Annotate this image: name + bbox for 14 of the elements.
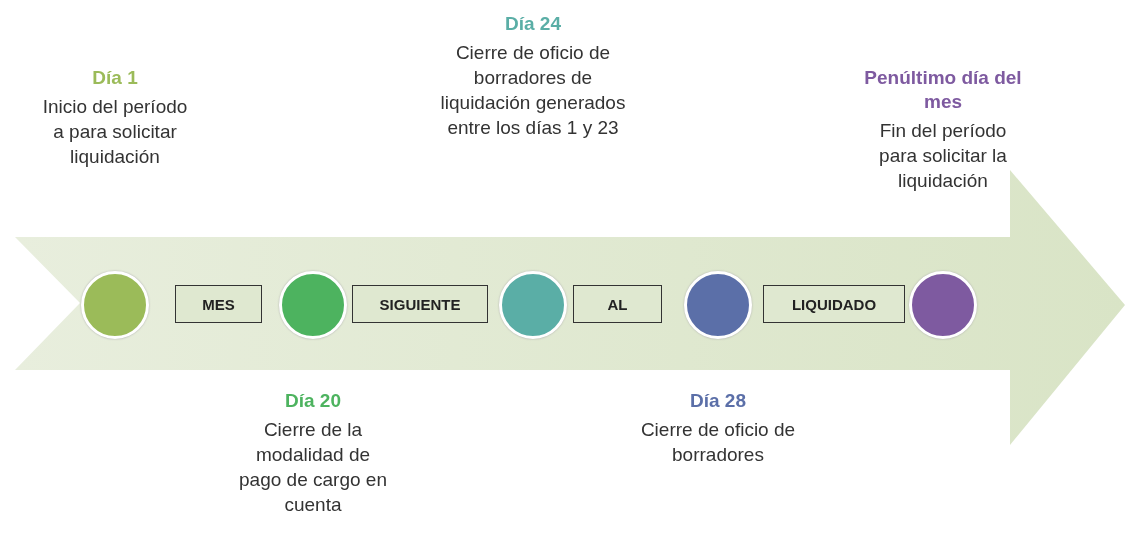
date-heading: Día 1 [92,66,138,90]
label-box: LIQUIDADO [763,285,905,323]
milestone-description: Fin del período para solicitar la liquidación [878,119,1008,193]
milestone-description: Inicio del período a para solicitar liquidación [41,95,189,169]
label-box: SIGUIENTE [352,285,488,323]
date-heading: Día 28 [690,389,746,413]
milestone-description: Cierre de oficio de borradores [639,418,797,467]
milestone-description: Cierre de la modalidad de pago de cargo en cuenta [238,418,388,517]
date-heading: Día 24 [505,12,561,36]
milestone-description: Cierre de oficio de borradores de liquidación generados entre los días 1 y 23 [439,41,627,140]
date-heading: Penúltimo día del mes [863,66,1023,114]
date-heading: Día 20 [285,389,341,413]
label-box: MES [175,285,262,323]
label-box: AL [573,285,662,323]
